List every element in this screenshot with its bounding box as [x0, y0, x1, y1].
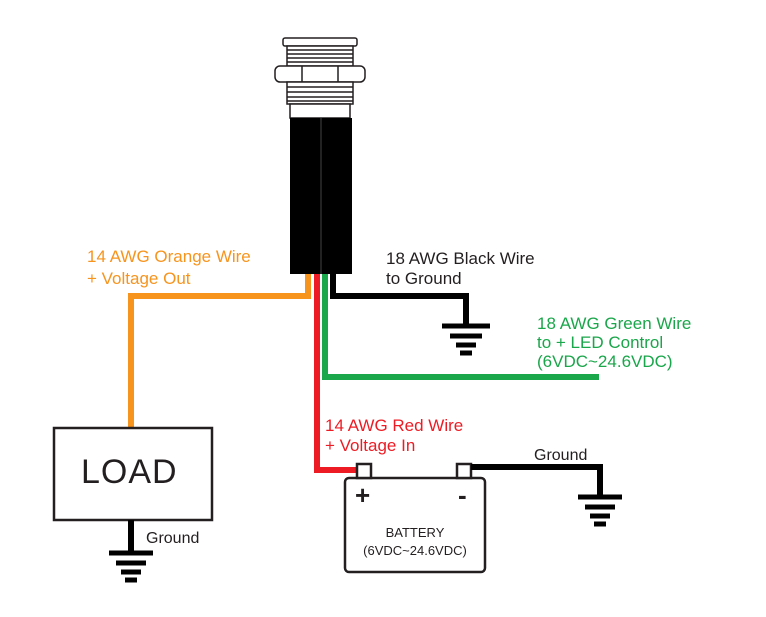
orange-wire — [128, 274, 311, 428]
load-box — [52, 426, 214, 522]
green-wire-label-line2: to + LED Control — [537, 333, 664, 352]
green-wire — [322, 274, 599, 380]
red-wire-label-line2: + Voltage In — [325, 436, 416, 455]
battery-ground-label: Ground — [534, 447, 588, 464]
battery-minus-sign: - — [458, 480, 467, 510]
black-wire — [330, 274, 469, 324]
battery-positive-terminal — [355, 462, 373, 480]
ground-symbol-load — [109, 550, 153, 583]
red-wire-label-line1: 14 AWG Red Wire — [325, 416, 464, 435]
battery-label: BATTERY — [385, 525, 445, 540]
orange-wire-label-line1: 14 AWG Orange Wire — [87, 247, 251, 266]
battery — [343, 462, 487, 574]
switch-head — [274, 37, 366, 119]
load-ground-label: Ground — [146, 530, 200, 547]
load-label: LOAD — [81, 453, 178, 491]
battery-range-label: (6VDC~24.6VDC) — [363, 543, 467, 558]
battery-ground-wire — [471, 464, 603, 496]
black-wire-label-line2: to Ground — [386, 269, 462, 288]
ground-symbol-black-wire — [442, 323, 490, 356]
green-wire-label-line3: (6VDC~24.6VDC) — [537, 352, 673, 371]
green-wire-label-line1: 18 AWG Green Wire — [537, 314, 692, 333]
ground-symbol-battery — [578, 494, 622, 527]
battery-negative-terminal — [455, 462, 473, 480]
orange-wire-label-line2: + Voltage Out — [87, 269, 191, 288]
black-wire-label-line1: 18 AWG Black Wire — [386, 249, 535, 268]
battery-plus-sign: + — [355, 480, 371, 510]
